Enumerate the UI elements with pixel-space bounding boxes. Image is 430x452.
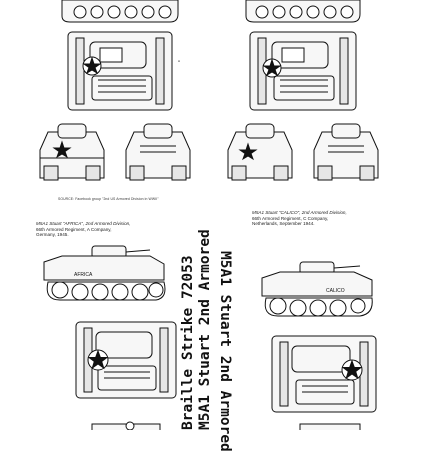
tank-left-rear-view [125,123,191,181]
caption-calico-line-2: 66th Armored Regiment, C Company, [252,215,329,221]
profile-drawings-canvas: A [39,0,379,430]
caption-calico: M5A1 Stuart "CALICO", 2nd Armored Divisi… [252,210,347,227]
tank-calico-bottom-partial [299,423,361,430]
caption-africa-line-1: M5A1 Stuart "AFRICA", 2nd Armored Divisi… [36,221,131,226]
side-title-model-mirrored: M5A1 Stuart 2nd Armored [217,251,233,452]
tank-right-top-side-view [245,0,361,23]
side-title-model-rotated: M5A1 Stuart 2nd Armored [197,229,213,430]
tank-right-rear-view [313,123,379,181]
tank-right-top-view [249,31,357,111]
star-emblem-africa-top [87,349,109,371]
tank-left-front-view [39,123,105,181]
hull-name-calico: CALICO [326,288,345,294]
tank-africa-side-view: AFRICA [43,245,166,301]
tank-right-front-view [227,123,293,181]
tank-calico-top-view [271,335,377,413]
tank-africa-top-view [75,321,177,399]
star-emblem-left-top [82,56,102,76]
tank-left-top-side-view [61,0,179,23]
caption-africa-line-2: 66th Armored Regiment, A Company, [36,226,112,232]
caption-calico-line-3: Netherlands, September 1944. [252,221,315,227]
hull-name-africa: AFRICA [74,272,93,278]
tank-left-top-view [67,31,173,111]
side-title-braille-strike: Braille Strike 72053 [180,255,196,430]
caption-africa-line-3: Germany, 1945. [36,232,69,238]
star-emblem-left-front [52,140,72,159]
svg-text:A: A [178,59,180,63]
star-emblem-right-front [238,142,258,161]
star-emblem-right-top [262,58,282,78]
star-emblem-calico-top [341,359,363,381]
caption-calico-line-1: M5A1 Stuart "CALICO", 2nd Armored Divisi… [252,210,347,215]
source-note: SOURCE: Facebook group "2nd US Armored D… [58,197,159,201]
caption-africa: M5A1 Stuart "AFRICA", 2nd Armored Divisi… [36,221,131,238]
tank-africa-bottom-partial [91,421,161,430]
tank-calico-side-view: CALICO [261,261,373,317]
